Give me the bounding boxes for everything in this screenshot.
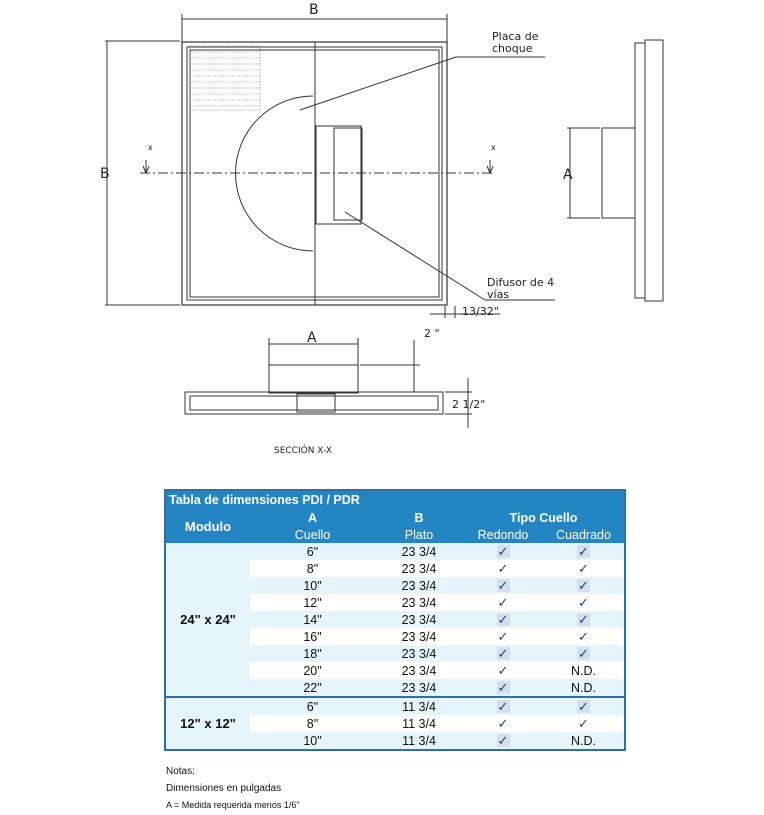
check-icon: ✓	[496, 645, 510, 661]
b-cell: 23 3/4	[401, 663, 437, 678]
check-icon: ✓	[497, 560, 509, 576]
label-placa: Placa de	[492, 30, 539, 43]
table-row: 24" x 24"6"23 3/4✓✓	[165, 543, 625, 697]
side-view: A	[563, 39, 664, 302]
perforation-pattern	[189, 45, 261, 111]
table-row: 8" 23 3/4 ✓ ✓	[165, 560, 625, 577]
check-icon: ✓	[497, 594, 509, 610]
b-cell: 23 3/4	[375, 611, 463, 628]
b-cell: 23 3/4	[401, 561, 437, 576]
header-tipo: Tipo Cuello	[463, 509, 625, 526]
table-row: 20" 23 3/4 ✓ N.D.	[165, 662, 625, 679]
check-icon: ✓	[496, 732, 510, 748]
cuadrado-cell: N.D.	[543, 732, 625, 750]
a-cell: 8"	[306, 561, 319, 576]
b-cell: 23 3/4	[375, 543, 463, 560]
b-cell: 23 3/4	[375, 679, 463, 697]
header-b: B	[375, 509, 463, 526]
table-row: 16" 23 3/4 ✓ ✓	[165, 628, 625, 645]
header-redondo: Redondo	[463, 526, 543, 543]
svg-text:vías: vías	[487, 288, 509, 301]
header-plato: Plato	[375, 526, 463, 543]
check-icon: ✓	[577, 543, 590, 559]
table-row: 22"23 3/4 ✓ N.D.	[165, 679, 625, 697]
section-title: SECCIÓN X-X	[274, 444, 332, 456]
check-icon: ✓	[577, 645, 590, 661]
a-cell: 22"	[250, 679, 375, 697]
dim-2: 2 "	[424, 327, 440, 340]
section-view: A 2 " 2 1/2" SECCIÓN X-X	[184, 327, 485, 456]
cuadrado-cell: N.D.	[571, 663, 596, 678]
check-icon: ✓	[578, 628, 589, 644]
table-row: 12" 23 3/4 ✓ ✓	[165, 594, 625, 611]
a-cell: 16"	[303, 629, 322, 644]
table-row: 10"23 3/4 ✓ ✓	[165, 577, 625, 594]
a-cell: 8"	[306, 716, 319, 731]
check-icon: ✓	[577, 611, 590, 627]
dim-a-section: A	[307, 330, 317, 346]
b-cell: 23 3/4	[401, 595, 437, 610]
label-difusor: Difusor de 4	[487, 276, 554, 289]
a-cell: 10"	[250, 732, 375, 750]
check-icon: ✓	[578, 715, 589, 731]
table-row: 18"23 3/4 ✓ ✓	[165, 645, 625, 662]
table-title: Tabla de dimensiones PDI / PDR	[165, 490, 625, 509]
notes-title: Notas:	[166, 766, 195, 777]
check-icon: ✓	[578, 560, 589, 576]
note-a: A = Medida requerida menos 1/6"	[166, 800, 300, 810]
check-icon: ✓	[577, 698, 590, 714]
check-icon: ✓	[496, 577, 510, 593]
check-icon: ✓	[497, 662, 509, 678]
dim-a-side: A	[563, 167, 573, 183]
header-cuadrado: Cuadrado	[543, 526, 625, 543]
top-view: B B x x Placa de choque Difusor de 4 vía…	[100, 2, 555, 318]
check-icon: ✓	[497, 628, 509, 644]
svg-text:choque: choque	[492, 42, 533, 55]
dim-2-1-2: 2 1/2"	[452, 398, 485, 411]
check-icon: ✓	[577, 577, 590, 593]
table-row: 14"23 3/4 ✓ ✓	[165, 611, 625, 628]
a-cell: 18"	[250, 645, 375, 662]
note-units: Dimensiones en pulgadas	[166, 783, 282, 794]
table-row: 10"11 3/4 ✓ N.D.	[165, 732, 625, 750]
b-cell: 23 3/4	[375, 645, 463, 662]
dim-b-left: B	[100, 166, 110, 182]
a-cell: 20"	[303, 663, 322, 678]
header-a: A	[250, 509, 375, 526]
svg-text:x: x	[148, 143, 153, 152]
b-cell: 23 3/4	[401, 629, 437, 644]
table-row: 8" 11 3/4 ✓ ✓	[165, 715, 625, 732]
check-icon: ✓	[496, 543, 510, 559]
b-cell: 11 3/4	[375, 696, 463, 715]
technical-drawing: B B x x Placa de choque Difusor de 4 vía…	[100, 2, 664, 456]
check-icon: ✓	[497, 715, 509, 731]
check-icon: ✓	[496, 611, 510, 627]
dimensions-table: Tabla de dimensiones PDI / PDR Modulo A …	[164, 489, 626, 751]
check-icon: ✓	[496, 679, 510, 695]
cuadrado-cell: N.D.	[543, 679, 625, 697]
a-cell: 14"	[250, 611, 375, 628]
a-cell: 6"	[250, 696, 375, 715]
dim-13-32: 13/32"	[462, 305, 499, 318]
a-cell: 10"	[250, 577, 375, 594]
a-cell: 6"	[250, 543, 375, 560]
header-cuello: Cuello	[250, 526, 375, 543]
table-row: 12" x 12"6"11 3/4✓✓	[165, 696, 625, 750]
modulo-cell: 24" x 24"	[165, 543, 250, 697]
check-icon: ✓	[578, 594, 589, 610]
modulo-cell: 12" x 12"	[165, 696, 250, 750]
b-cell: 11 3/4	[375, 732, 463, 750]
header-modulo: Modulo	[165, 509, 250, 543]
b-cell: 23 3/4	[375, 577, 463, 594]
check-icon: ✓	[496, 698, 510, 714]
dim-b-top: B	[309, 2, 319, 18]
a-cell: 12"	[303, 595, 322, 610]
b-cell: 11 3/4	[402, 716, 436, 731]
svg-text:x: x	[491, 143, 496, 152]
